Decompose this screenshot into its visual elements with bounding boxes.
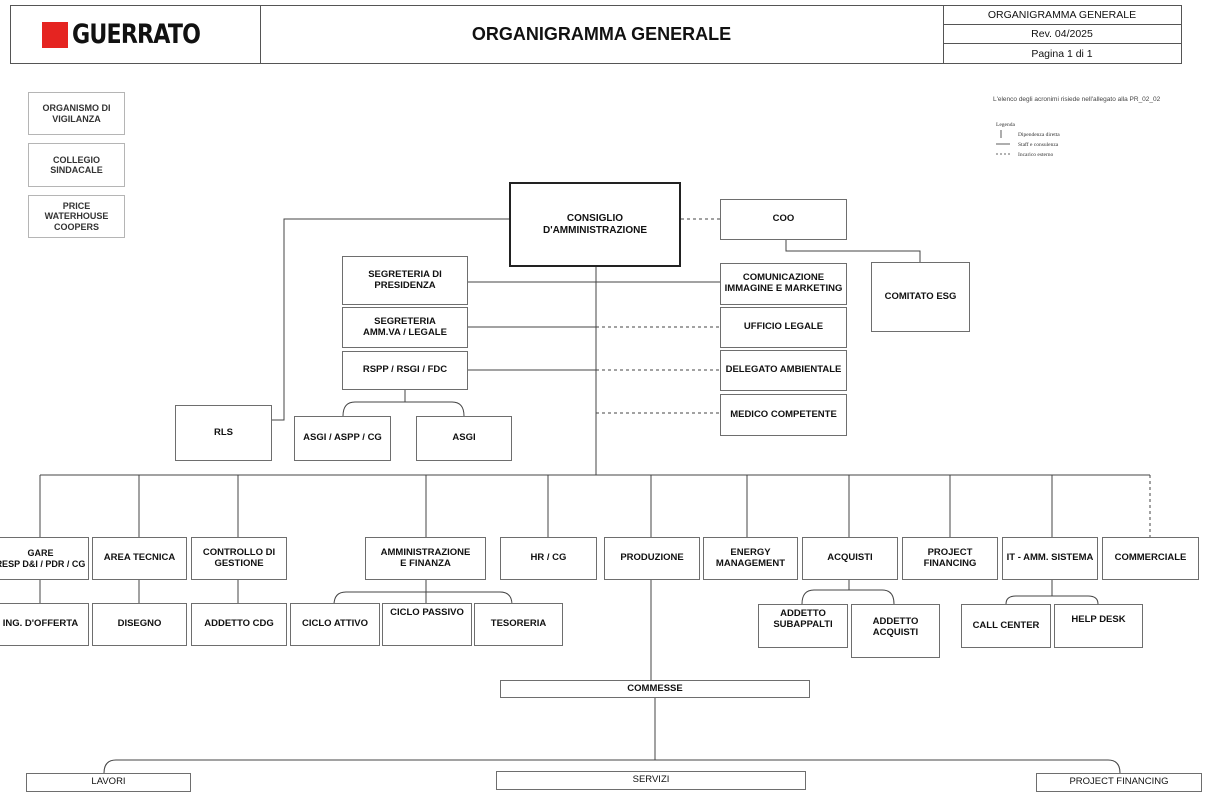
comunicazione-box: COMUNICAZIONE IMMAGINE E MARKETING bbox=[720, 263, 847, 305]
disegno-box: DISEGNO bbox=[92, 603, 187, 646]
rspp-box: RSPP / RSGI / FDC bbox=[342, 351, 468, 390]
document-header: GUERRATO ORGANIGRAMMA GENERALE ORGANIGRA… bbox=[10, 5, 1182, 64]
controllo-gestione-box: CONTROLLO DI GESTIONE bbox=[191, 537, 287, 580]
legend-direct-label: Dipendenza diretta bbox=[1018, 132, 1060, 138]
call-center-box: CALL CENTER bbox=[961, 604, 1051, 648]
energy-management-box: ENERGY MANAGEMENT bbox=[703, 537, 798, 580]
hr-cg-box: HR / CG bbox=[500, 537, 597, 580]
document-meta: ORGANIGRAMMA GENERALE Rev. 04/2025 Pagin… bbox=[943, 6, 1181, 63]
ciclo-passivo-box: CICLO PASSIVO bbox=[382, 603, 472, 646]
legend-direct: Dipendenza diretta bbox=[996, 130, 1060, 140]
addetto-cdg-box: ADDETTO CDG bbox=[191, 603, 287, 646]
segreteria-amm-box: SEGRETERIA AMM.VA / LEGALE bbox=[342, 307, 468, 348]
servizi-box: SERVIZI bbox=[496, 771, 806, 790]
legend-staff-label: Staff e consulenza bbox=[1018, 142, 1059, 148]
rls-box: RLS bbox=[175, 405, 272, 461]
tesoreria-box: TESORERIA bbox=[474, 603, 563, 646]
legend-external: Incarico esterno bbox=[996, 150, 1060, 160]
logo-text: GUERRATO bbox=[72, 19, 201, 50]
solid-vertical-line-icon bbox=[996, 130, 1014, 140]
organismo-di-vigilanza-box: ORGANISMO DI VIGILANZA bbox=[28, 92, 125, 135]
area-tecnica-box: AREA TECNICA bbox=[92, 537, 187, 580]
doc-name: ORGANIGRAMMA GENERALE bbox=[943, 6, 1181, 25]
segreteria-presidenza-box: SEGRETERIA DI PRESIDENZA bbox=[342, 256, 468, 305]
delegato-ambientale-box: DELEGATO AMBIENTALE bbox=[720, 350, 847, 391]
commerciale-box: COMMERCIALE bbox=[1102, 537, 1199, 580]
pwc-box: PRICE WATERHOUSE COOPERS bbox=[28, 195, 125, 238]
asgi-aspp-box: ASGI / ASPP / CG bbox=[294, 416, 391, 461]
solid-horizontal-line-icon bbox=[996, 140, 1014, 150]
addetto-acquisti-box: ADDETTO ACQUISTI bbox=[851, 604, 940, 658]
legend-staff: Staff e consulenza bbox=[996, 140, 1060, 150]
commesse-box: COMMESSE bbox=[500, 680, 810, 698]
legend-external-label: Incarico esterno bbox=[1018, 152, 1054, 158]
legend-title: Legenda bbox=[996, 122, 1015, 128]
ciclo-attivo-box: CICLO ATTIVO bbox=[290, 603, 380, 646]
amministrazione-finanza-box: AMMINISTRAZIONE E FINANZA bbox=[365, 537, 486, 580]
dashed-line-icon bbox=[996, 150, 1014, 160]
cda-box: CONSIGLIO D'AMMINISTRAZIONE bbox=[509, 182, 681, 267]
page-number: Pagina 1 di 1 bbox=[1031, 47, 1093, 60]
acquisti-box: ACQUISTI bbox=[802, 537, 898, 580]
collegio-sindacale-box: COLLEGIO SINDACALE bbox=[28, 143, 125, 187]
ing-offerta-box: ING. D'OFFERTA bbox=[0, 603, 89, 646]
comitato-esg-box: COMITATO ESG bbox=[871, 262, 970, 332]
lavori-box: LAVORI bbox=[26, 773, 191, 792]
logo-mark bbox=[42, 21, 69, 48]
legend: Legenda Dipendenza diretta Staff e consu… bbox=[996, 120, 1060, 160]
project-financing-bottom-box: PROJECT FINANCING bbox=[1036, 773, 1202, 792]
logo: GUERRATO bbox=[11, 6, 261, 63]
help-desk-box: HELP DESK bbox=[1054, 604, 1143, 648]
project-financing-box: PROJECT FINANCING bbox=[902, 537, 998, 580]
page-title: ORGANIGRAMMA GENERALE bbox=[260, 6, 944, 63]
medico-competente-box: MEDICO COMPETENTE bbox=[720, 394, 847, 436]
revision: Rev. 04/2025 bbox=[943, 25, 1181, 44]
addetto-subappalti-box: ADDETTO SUBAPPALTI bbox=[758, 604, 848, 648]
coo-box: COO bbox=[720, 199, 847, 240]
ufficio-legale-box: UFFICIO LEGALE bbox=[720, 307, 847, 348]
acronym-note: L'elenco degli acronimi risiede nell'all… bbox=[993, 96, 1161, 103]
it-sistema-box: IT - AMM. SISTEMA bbox=[1002, 537, 1098, 580]
produzione-box: PRODUZIONE bbox=[604, 537, 700, 580]
gare-box: GARE RESP D&I / PDR / CG bbox=[0, 537, 89, 580]
asgi-box: ASGI bbox=[416, 416, 512, 461]
